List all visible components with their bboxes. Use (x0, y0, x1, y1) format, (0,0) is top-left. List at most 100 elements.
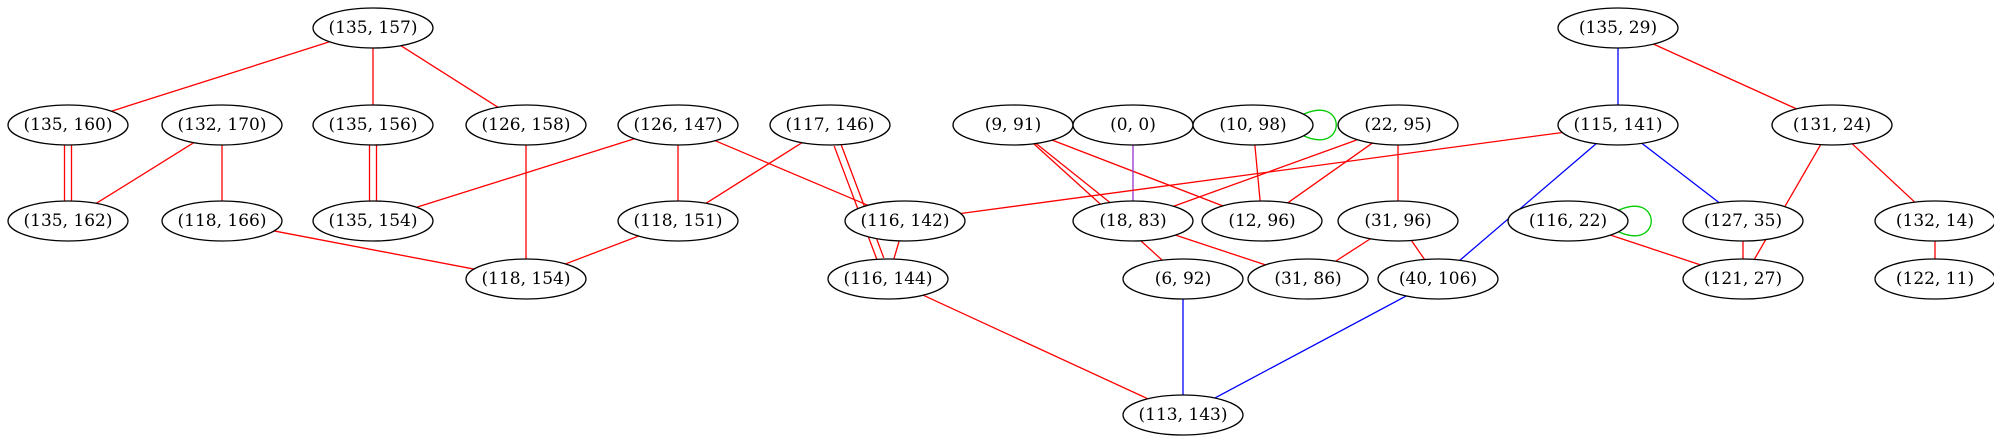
graph-node-n127_35: (127, 35) (1682, 200, 1804, 242)
node-ellipse (1682, 258, 1804, 300)
edge-n31_96-n40_106 (1410, 240, 1426, 260)
node-ellipse (312, 7, 434, 49)
graph-node-n0_0: (0, 0) (1072, 104, 1194, 146)
node-label: (118, 166) (178, 211, 267, 231)
node-label: (131, 24) (1793, 115, 1871, 135)
node-ellipse (1557, 7, 1679, 49)
edge-n115_141-n116_142 (960, 131, 1563, 215)
graph-node-n40_106: (40, 106) (1377, 258, 1499, 300)
graph-node-n118_166: (118, 166) (161, 200, 283, 242)
node-label: (135, 156) (329, 115, 418, 135)
node-ellipse (1192, 104, 1314, 146)
node-ellipse (465, 104, 587, 146)
node-ellipse (827, 258, 949, 300)
graph-node-n122_11: (122, 11) (1874, 258, 1994, 300)
node-label: (126, 158) (482, 115, 571, 135)
node-ellipse (161, 104, 283, 146)
node-ellipse (617, 104, 739, 146)
node-label: (40, 106) (1399, 269, 1477, 289)
edge-n117_146-n116_144 (840, 143, 885, 259)
node-ellipse (1247, 258, 1369, 300)
node-label: (116, 144) (844, 269, 933, 289)
graph-node-n135_156: (135, 156) (312, 104, 434, 146)
node-ellipse (617, 200, 739, 242)
node-label: (22, 95) (1364, 115, 1431, 135)
node-label: (118, 154) (482, 269, 571, 289)
graph-node-n31_96: (31, 96) (1337, 200, 1459, 242)
node-ellipse (465, 258, 587, 300)
graph-node-n118_154: (118, 154) (465, 258, 587, 300)
edge-n10_98-n10_98 (1303, 109, 1337, 141)
node-label: (132, 14) (1896, 211, 1974, 231)
node-ellipse (1122, 258, 1244, 300)
edge-n115_141-n40_106 (1459, 143, 1597, 261)
node-label: (31, 96) (1364, 211, 1431, 231)
node-ellipse (1337, 104, 1459, 146)
edge-n132_170-n135_162 (95, 142, 195, 204)
node-ellipse (1557, 104, 1679, 146)
edge-n126_147-n135_154 (416, 138, 635, 208)
graph-node-n31_86: (31, 86) (1247, 258, 1369, 300)
node-label: (135, 162) (24, 211, 113, 231)
node-ellipse (1507, 200, 1629, 242)
graph-node-n135_154: (135, 154) (312, 200, 434, 242)
node-ellipse (1337, 200, 1459, 242)
node-ellipse (7, 200, 129, 242)
nodes-layer: (135, 157)(135, 29)(135, 160)(132, 170)(… (7, 7, 1994, 436)
graph-node-n135_162: (135, 162) (7, 200, 129, 242)
node-label: (121, 27) (1704, 269, 1782, 289)
graph-node-n116_22: (116, 22) (1507, 200, 1629, 242)
node-ellipse (769, 104, 891, 146)
node-ellipse (1771, 104, 1893, 146)
graph-node-n132_170: (132, 170) (161, 104, 283, 146)
edge-n135_157-n126_158 (400, 45, 499, 108)
node-label: (113, 143) (1139, 405, 1228, 425)
node-ellipse (1682, 200, 1804, 242)
node-ellipse (1122, 394, 1244, 436)
node-label: (9, 91) (985, 115, 1042, 135)
graph-node-n9_91: (9, 91) (952, 104, 1074, 146)
edge-n126_147-n116_142 (714, 140, 869, 206)
node-label: (18, 83) (1099, 211, 1166, 231)
graph-node-n135_157: (135, 157) (312, 7, 434, 49)
node-label: (127, 35) (1704, 211, 1782, 231)
graph-node-n135_29: (135, 29) (1557, 7, 1679, 49)
node-label: (135, 154) (329, 211, 418, 231)
node-ellipse (1201, 200, 1323, 242)
node-label: (12, 96) (1228, 211, 1295, 231)
node-label: (118, 151) (634, 211, 723, 231)
node-label: (116, 142) (861, 211, 950, 231)
graph-node-n126_147: (126, 147) (617, 104, 739, 146)
edge-n135_157-n135_160 (111, 41, 330, 112)
node-ellipse (1874, 258, 1994, 300)
graph-node-n18_83: (18, 83) (1072, 200, 1194, 242)
graph-node-n113_143: (113, 143) (1122, 394, 1244, 436)
graph-node-n6_92: (6, 92) (1122, 258, 1244, 300)
edge-n118_166-n118_154 (273, 230, 475, 270)
edge-n115_141-n127_35 (1641, 142, 1720, 204)
node-label: (135, 157) (329, 18, 418, 38)
graph-node-n121_27: (121, 27) (1682, 258, 1804, 300)
node-ellipse (312, 104, 434, 146)
node-ellipse (1377, 258, 1499, 300)
node-label: (126, 147) (634, 115, 723, 135)
edge-n116_22-n116_22 (1618, 205, 1652, 237)
graph-node-n118_151: (118, 151) (617, 200, 739, 242)
edge-n118_151-n118_154 (565, 235, 639, 265)
node-label: (117, 146) (786, 115, 875, 135)
edge-n31_96-n31_86 (1335, 238, 1371, 262)
edge-n117_146-n116_144 (833, 145, 878, 261)
edge-n116_144-n113_143 (922, 294, 1149, 400)
graph-node-n12_96: (12, 96) (1201, 200, 1323, 242)
node-label: (31, 86) (1274, 269, 1341, 289)
edge-n117_146-n118_151 (705, 142, 803, 204)
node-label: (6, 92) (1155, 269, 1212, 289)
graph-node-n126_158: (126, 158) (465, 104, 587, 146)
edge-n135_29-n131_24 (1653, 43, 1797, 110)
node-label: (116, 22) (1529, 211, 1607, 231)
graph-node-n115_141: (115, 141) (1557, 104, 1679, 146)
edge-n116_22-n121_27 (1610, 234, 1701, 266)
graph-node-n116_144: (116, 144) (827, 258, 949, 300)
edge-n9_91-n18_83 (1035, 142, 1111, 204)
node-label: (132, 170) (178, 115, 267, 135)
